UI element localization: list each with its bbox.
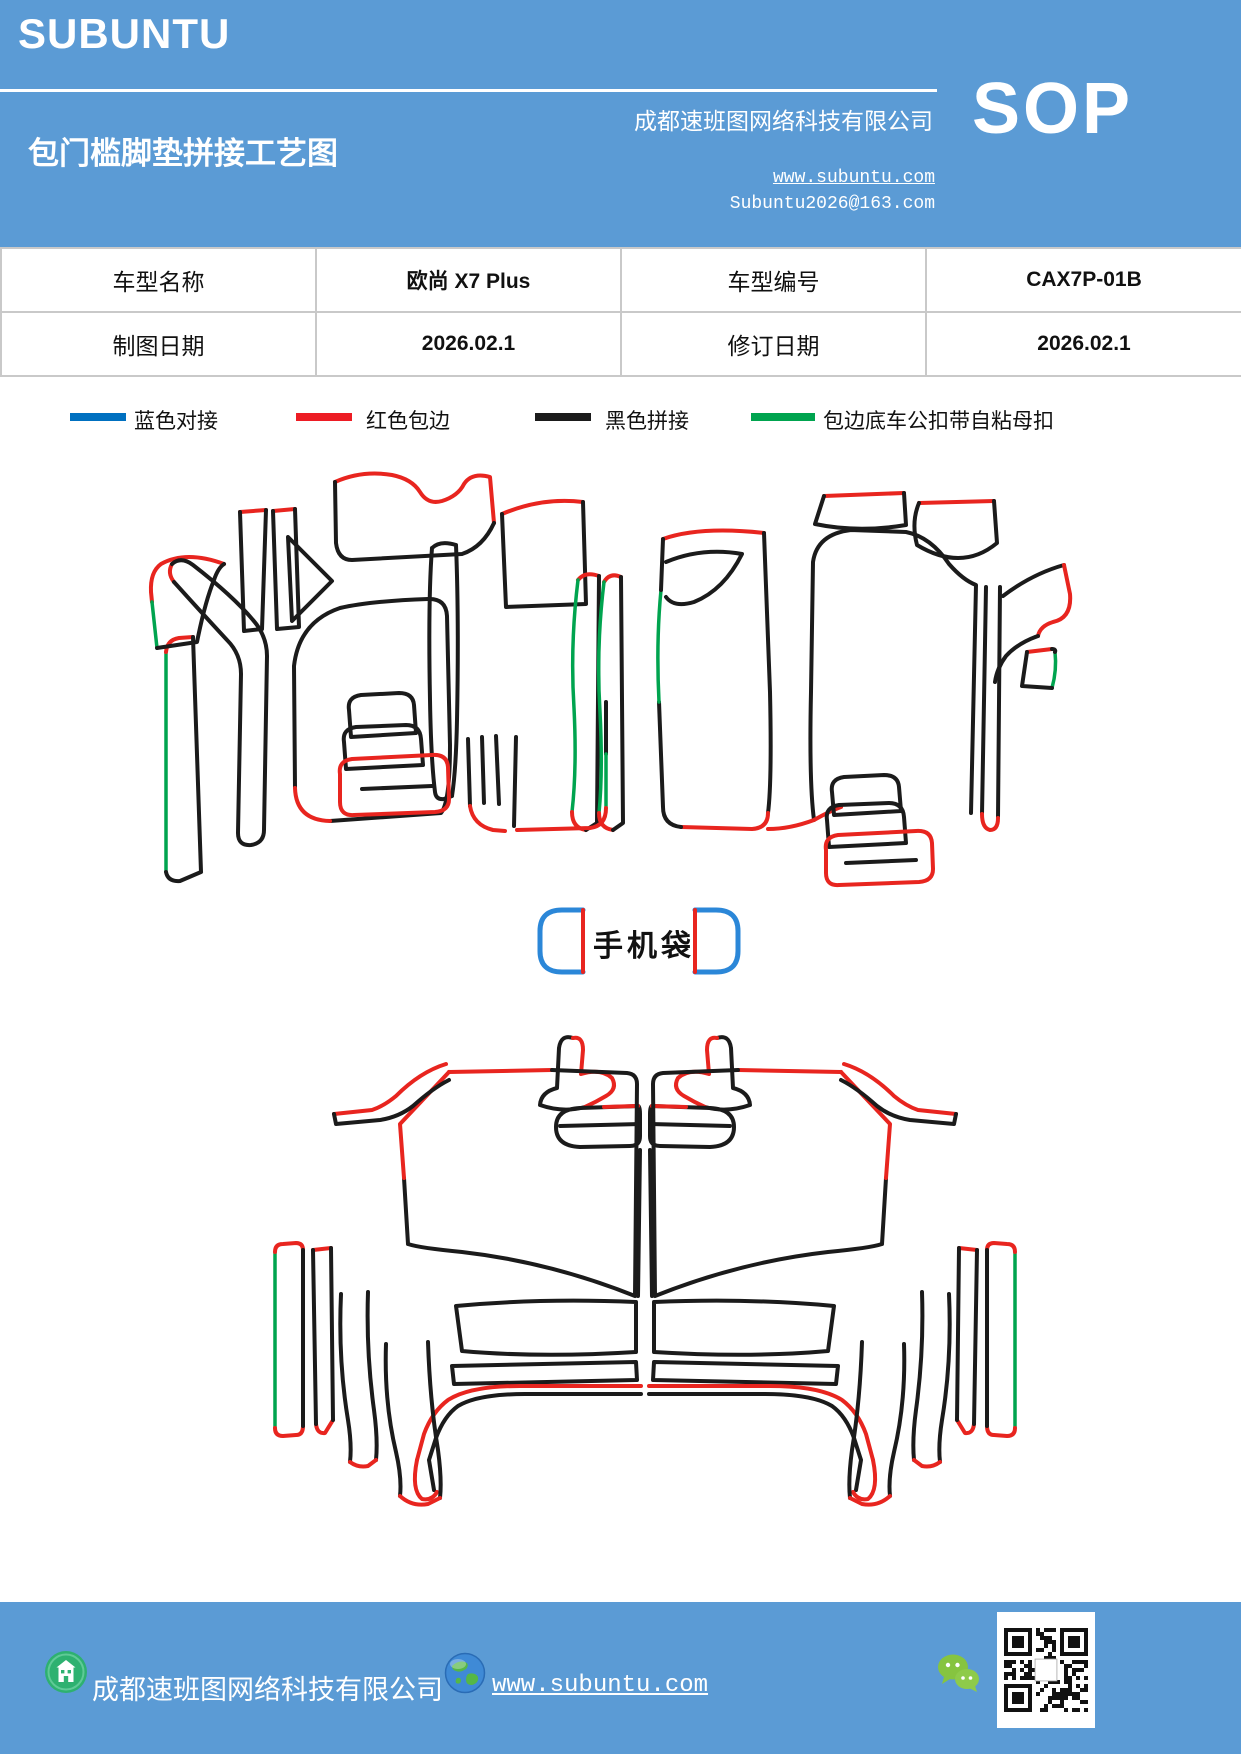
green-swatch [751,413,815,421]
legend-label-green: 包边底车公扣带自粘母扣 [823,409,1054,433]
building-icon [44,1650,88,1694]
table-row: 车型名称 欧尚 X7 Plus 车型编号 CAX7P-01B [0,247,1241,313]
draw-date-value: 2026.02.1 [315,311,622,377]
legend-label-blue: 蓝色对接 [134,409,218,433]
legend-label-red: 红色包边 [366,409,450,433]
qr-code [997,1612,1095,1728]
header-divider [0,89,937,92]
page-title: 包门槛脚垫拼接工艺图 [28,136,338,171]
front-right-mat-group [596,491,1073,888]
footer-website-link[interactable]: www.subuntu.com [492,1672,709,1699]
black-swatch [535,413,591,421]
model-code-label: 车型编号 [620,247,927,313]
header-band: SUBUNTU 包门槛脚垫拼接工艺图 成都速班图网络科技有限公司 SOP www… [0,0,1241,247]
model-code-value: CAX7P-01B [925,247,1241,313]
rear-mat-group [273,1035,1017,1507]
phone-bag-label: 手机袋 [593,930,695,963]
model-name-label: 车型名称 [0,247,317,313]
globe-icon [444,1652,486,1694]
header-website-link[interactable]: www.subuntu.com [772,168,935,188]
red-swatch [296,413,352,421]
revise-date-value: 2026.02.1 [925,311,1241,377]
line-legend: 蓝色对接 红色包边 黑色拼接 包边底车公扣带自粘母扣 [0,405,1241,437]
table-row: 制图日期 2026.02.1 修订日期 2026.02.1 [0,311,1241,377]
draw-date-label: 制图日期 [0,311,317,377]
footer-company-name: 成都速班图网络科技有限公司 [92,1675,443,1705]
wechat-icon [936,1652,982,1696]
sop-label: SOP [972,69,1134,149]
legend-label-black: 黑色拼接 [605,409,689,433]
header-company-name: 成都速班图网络科技有限公司 [634,109,933,134]
blue-swatch [70,413,126,421]
revise-date-label: 修订日期 [620,311,927,377]
brand-logo: SUBUNTU [18,10,231,57]
header-email: Subuntu2026@163.com [729,194,935,214]
vehicle-info-table: 车型名称 欧尚 X7 Plus 车型编号 CAX7P-01B 制图日期 2026… [0,247,1241,377]
model-name-value: 欧尚 X7 Plus [315,247,622,313]
front-left-mat-group [148,471,608,884]
